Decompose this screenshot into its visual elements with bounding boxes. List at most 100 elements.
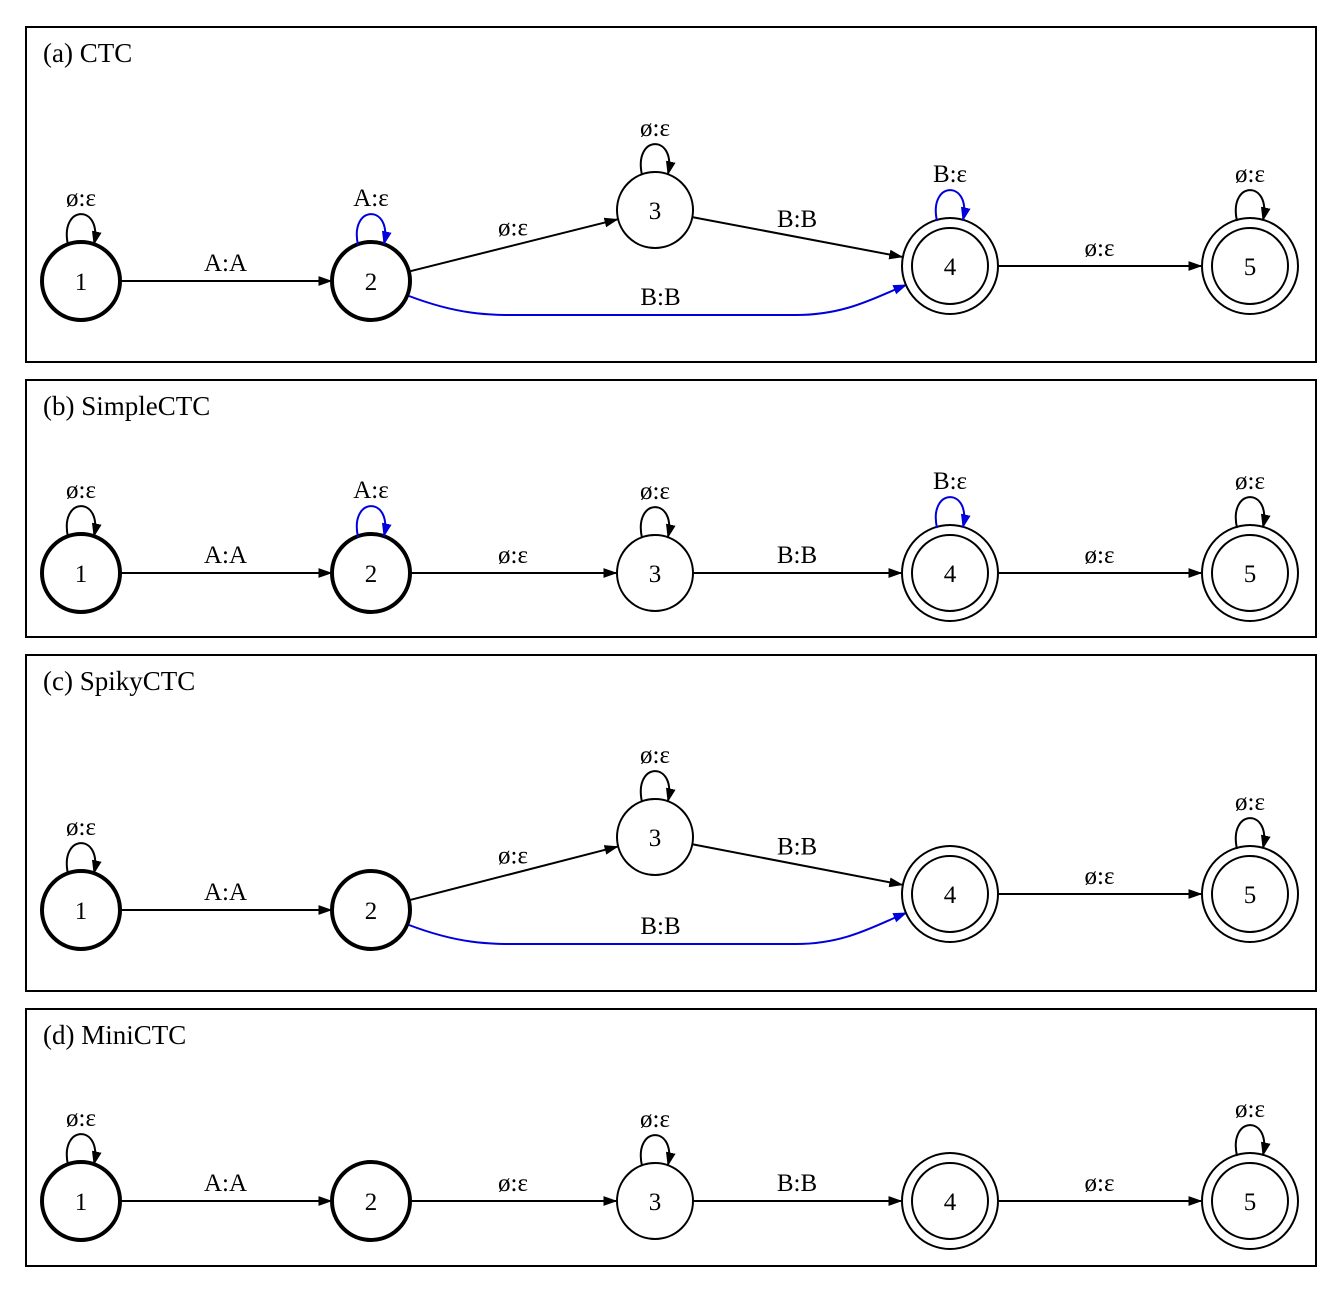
state-4: 4 bbox=[901, 217, 999, 315]
state-circle bbox=[40, 240, 122, 322]
self-loop-label-5: ø:ε bbox=[1235, 789, 1265, 816]
self-loop-3 bbox=[639, 143, 676, 176]
self-loop-label-5: ø:ε bbox=[1235, 468, 1265, 495]
state-2: 2 bbox=[330, 240, 412, 322]
self-loop-label-5: ø:ε bbox=[1235, 161, 1265, 188]
arc-label-1-2: A:A bbox=[204, 879, 247, 906]
state-label: 4 bbox=[944, 882, 957, 909]
self-loop-2 bbox=[355, 505, 392, 538]
self-loop-3 bbox=[639, 1134, 676, 1167]
state-circle bbox=[1211, 227, 1289, 305]
state-circle bbox=[616, 171, 694, 249]
self-loop-label-1: ø:ε bbox=[66, 1105, 96, 1132]
state-label: 3 bbox=[649, 198, 662, 225]
state-1: 1 bbox=[40, 869, 122, 951]
arc-label-1-2: A:A bbox=[204, 542, 247, 569]
self-loop-label-3: ø:ε bbox=[640, 1106, 670, 1133]
arc-label-2-4: B:B bbox=[640, 284, 680, 311]
self-loop-5 bbox=[1234, 1124, 1271, 1157]
arc-2-4 bbox=[408, 912, 908, 945]
state-label: 2 bbox=[365, 561, 378, 588]
final-state-outer-ring bbox=[901, 217, 999, 315]
final-state-outer-ring bbox=[1201, 1152, 1299, 1250]
state-3: 3 bbox=[616, 1162, 694, 1240]
state-circle bbox=[911, 855, 989, 933]
state-circle bbox=[1211, 855, 1289, 933]
state-label: 5 bbox=[1244, 254, 1257, 281]
self-loop-5 bbox=[1234, 817, 1271, 850]
state-circle bbox=[40, 869, 122, 951]
panel-title: (c) SpikyCTC bbox=[43, 666, 195, 696]
state-label: 2 bbox=[365, 269, 378, 296]
arc-label-2-3: ø:ε bbox=[498, 542, 528, 569]
arc-2-3 bbox=[408, 217, 619, 273]
arc-2-4 bbox=[408, 284, 908, 316]
state-circle bbox=[1211, 534, 1289, 612]
state-circle bbox=[616, 534, 694, 612]
state-label: 4 bbox=[944, 561, 957, 588]
self-loop-3 bbox=[639, 770, 676, 803]
state-label: 1 bbox=[75, 898, 88, 925]
state-5: 5 bbox=[1201, 217, 1299, 315]
panel-title: (a) CTC bbox=[43, 38, 132, 68]
state-circle bbox=[1211, 1162, 1289, 1240]
state-circle bbox=[330, 1160, 412, 1242]
state-1: 1 bbox=[40, 1160, 122, 1242]
state-circle bbox=[40, 532, 122, 614]
self-loop-4 bbox=[934, 496, 971, 529]
self-loop-1 bbox=[65, 1133, 102, 1166]
state-3: 3 bbox=[616, 534, 694, 612]
state-5: 5 bbox=[1201, 845, 1299, 943]
arc-label-3-4: B:B bbox=[777, 1170, 817, 1197]
state-label: 1 bbox=[75, 269, 88, 296]
state-1: 1 bbox=[40, 532, 122, 614]
self-loop-label-5: ø:ε bbox=[1235, 1096, 1265, 1123]
arc-label-2-3: ø:ε bbox=[498, 843, 528, 870]
state-4: 4 bbox=[901, 524, 999, 622]
final-state-outer-ring bbox=[1201, 217, 1299, 315]
arc-label-4-5: ø:ε bbox=[1085, 863, 1115, 890]
self-loop-label-3: ø:ε bbox=[640, 742, 670, 769]
final-state-outer-ring bbox=[1201, 845, 1299, 943]
state-label: 4 bbox=[944, 1189, 957, 1216]
state-4: 4 bbox=[901, 1152, 999, 1250]
state-circle bbox=[616, 1162, 694, 1240]
state-3: 3 bbox=[616, 171, 694, 249]
panel-frame bbox=[25, 26, 1317, 363]
self-loop-label-1: ø:ε bbox=[66, 814, 96, 841]
state-circle bbox=[40, 1160, 122, 1242]
state-label: 5 bbox=[1244, 1189, 1257, 1216]
self-loop-label-3: ø:ε bbox=[640, 478, 670, 505]
state-2: 2 bbox=[330, 532, 412, 614]
panel-frame bbox=[25, 654, 1317, 992]
arc-label-2-3: ø:ε bbox=[498, 215, 528, 242]
arc-label-1-2: A:A bbox=[204, 250, 247, 277]
state-circle bbox=[616, 798, 694, 876]
self-loop-label-1: ø:ε bbox=[66, 477, 96, 504]
state-circle bbox=[330, 869, 412, 951]
state-label: 3 bbox=[649, 561, 662, 588]
state-5: 5 bbox=[1201, 524, 1299, 622]
self-loop-1 bbox=[65, 842, 102, 875]
arc-label-4-5: ø:ε bbox=[1085, 1170, 1115, 1197]
state-2: 2 bbox=[330, 869, 412, 951]
panel-title: (b) SimpleCTC bbox=[43, 391, 210, 421]
self-loop-2 bbox=[355, 213, 392, 246]
arc-3-4 bbox=[692, 216, 904, 260]
state-5: 5 bbox=[1201, 1152, 1299, 1250]
self-loop-5 bbox=[1234, 496, 1271, 529]
state-label: 2 bbox=[365, 1189, 378, 1216]
arc-3-4 bbox=[692, 843, 904, 888]
state-label: 1 bbox=[75, 561, 88, 588]
state-label: 5 bbox=[1244, 882, 1257, 909]
state-2: 2 bbox=[330, 1160, 412, 1242]
self-loop-label-2: A:ε bbox=[353, 477, 389, 504]
state-1: 1 bbox=[40, 240, 122, 322]
arc-label-2-3: ø:ε bbox=[498, 1170, 528, 1197]
arc-label-3-4: B:B bbox=[777, 206, 817, 233]
state-3: 3 bbox=[616, 798, 694, 876]
